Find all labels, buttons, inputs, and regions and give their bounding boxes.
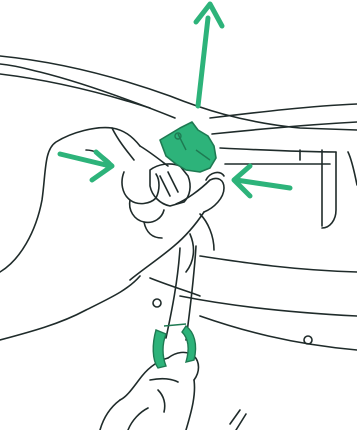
right-arrow [60,152,112,180]
strap-loop [153,324,195,368]
lower-hand [100,352,199,430]
left-arrow [234,166,290,196]
up-arrow [196,4,222,106]
bottom-detail [230,410,246,430]
